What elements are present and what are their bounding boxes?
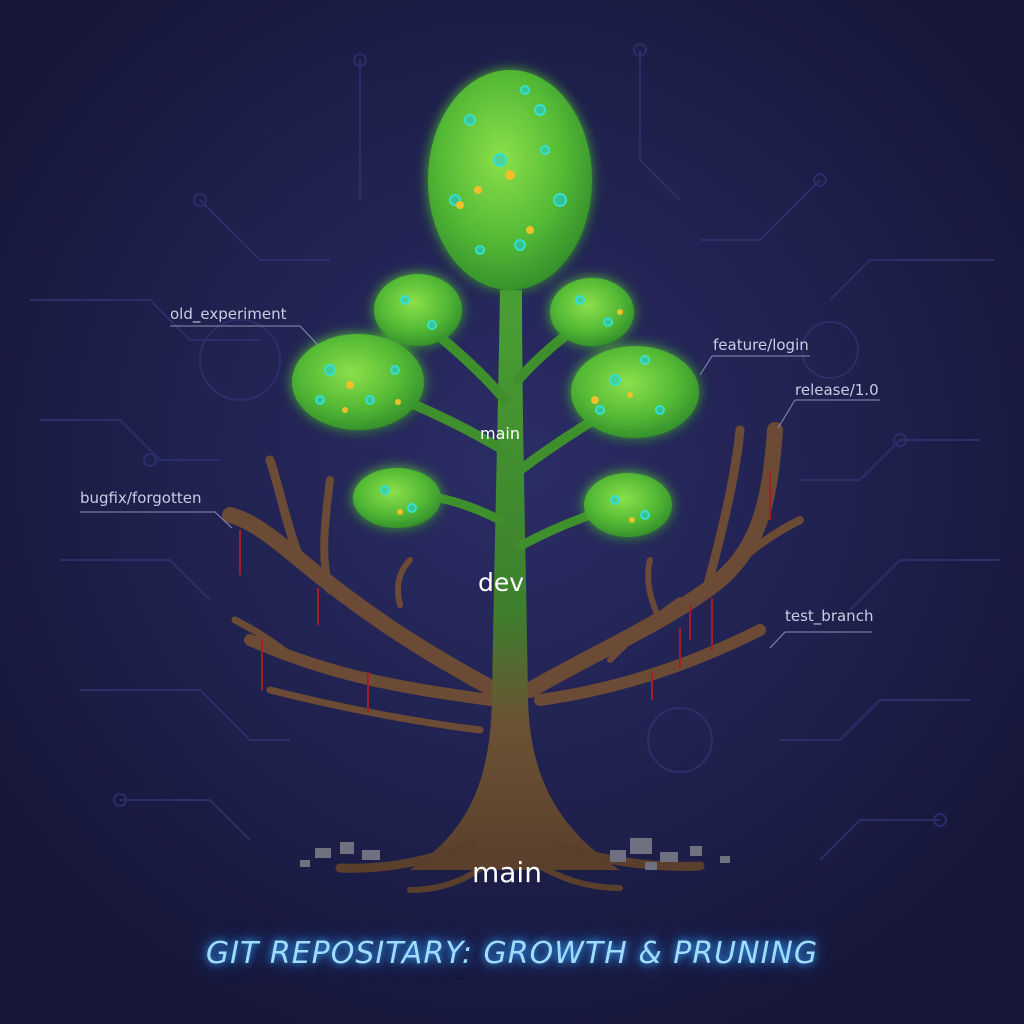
main-trunk	[410, 290, 620, 870]
red-sap-drips	[239, 470, 771, 712]
foliage-cluster-lower-right	[584, 473, 672, 537]
foliage-cluster-upper-left	[374, 274, 462, 346]
label-old-experiment: old_experiment	[170, 305, 287, 323]
label-release: release/1.0	[795, 381, 879, 399]
commit-nodes	[315, 85, 665, 520]
pruned-branches-right	[522, 422, 804, 706]
foliage-cluster-feature-login	[571, 346, 699, 438]
foliage-cluster-old-experiment	[292, 334, 424, 430]
label-test-branch: test_branch	[785, 607, 874, 625]
circuit-pattern	[30, 43, 1000, 861]
label-bugfix-forgotten: bugfix/forgotten	[80, 489, 202, 507]
label-trunk-main-upper: main	[480, 424, 520, 443]
label-trunk-dev: dev	[478, 568, 525, 597]
label-trunk-main-base: main	[472, 856, 542, 889]
label-leader-lines	[80, 325, 880, 649]
label-feature-login: feature/login	[713, 336, 809, 354]
berries	[342, 170, 635, 523]
diagram-title: GIT REPOSITARY: GROWTH & PRUNING	[205, 936, 819, 971]
foliage-cluster-upper-right	[550, 278, 634, 346]
foliage-cluster-lower-left	[353, 468, 441, 528]
rubble-stones	[300, 838, 730, 870]
